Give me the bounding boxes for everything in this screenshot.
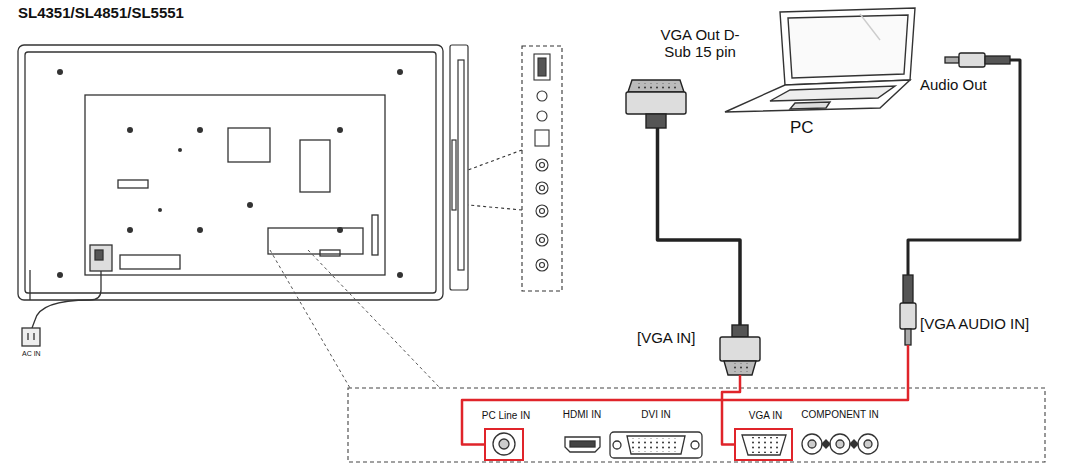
- laptop-node: PC: [740, 5, 970, 115]
- node-label: PC: [790, 118, 814, 138]
- model-title: SL4351/SL4851/SL5551: [18, 4, 184, 21]
- audio-out-node: Audio Out: [945, 52, 1010, 68]
- port-label: COMPONENT IN: [801, 409, 879, 421]
- audio-in-plug: [900, 275, 916, 345]
- audio-in-plug-node: [VGA AUDIO IN]: [899, 275, 917, 345]
- port-label: HDMI IN: [563, 409, 601, 421]
- audio-cable: [908, 60, 1020, 275]
- port-label: DVI IN: [641, 409, 670, 421]
- node-label: [VGA IN]: [637, 329, 695, 346]
- side-view: [450, 45, 468, 290]
- port-box: VGA IN: [734, 428, 793, 461]
- audio-cable: [908, 60, 1020, 275]
- node-label: VGA Out D-Sub 15 pin: [650, 26, 750, 61]
- red-guide-line: [722, 375, 740, 445]
- audio-out-plug: [945, 53, 1010, 67]
- vga-out-connector: [626, 80, 686, 128]
- ports: [493, 432, 878, 458]
- port-box: PC Line IN: [484, 428, 524, 461]
- laptop: [725, 8, 915, 112]
- node-label: VGA IN: [749, 410, 782, 422]
- side-io-panel: [468, 46, 562, 291]
- red-guide-line: [462, 345, 908, 445]
- vga-in-plug-node: [VGA IN]: [715, 325, 765, 375]
- vga-in-plug: [720, 325, 760, 375]
- node-label: Audio Out: [920, 76, 987, 93]
- node-label: [VGA AUDIO IN]: [920, 315, 1029, 332]
- vga-cable: [658, 128, 741, 325]
- vga-out-connector-node: VGA Out D-Sub 15 pin: [625, 78, 690, 128]
- power-plug: [22, 300, 90, 346]
- display-back: [18, 45, 443, 300]
- vga-cable: [658, 128, 741, 325]
- node-label: PC Line IN: [482, 410, 530, 422]
- leader-lines: [270, 250, 440, 388]
- port-label: AC IN: [22, 350, 41, 358]
- red-guide-line: [722, 375, 740, 445]
- red-guide-line: [462, 345, 908, 445]
